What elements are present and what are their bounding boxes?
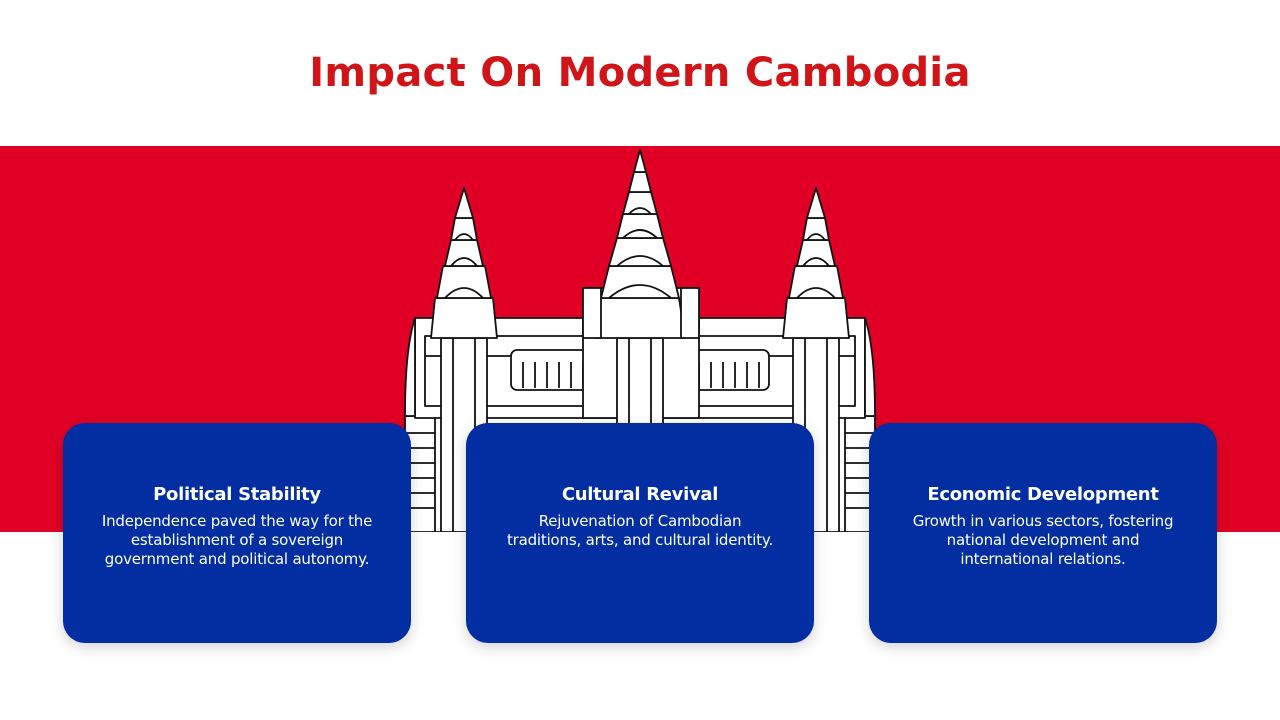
cultural-revival-card: Cultural Revival Rejuvenation of Cambodi… [466,423,814,643]
political-stability-card: Political Stability Independence paved t… [63,423,411,643]
card-title: Political Stability [153,484,321,505]
card-text: Independence paved the way for the estab… [101,512,373,568]
slide-title: Impact On Modern Cambodia [309,50,971,96]
card-title: Economic Development [927,484,1159,505]
card-text: Growth in various sectors, fostering nat… [912,512,1174,568]
card-text: Rejuvenation of Cambodian traditions, ar… [506,512,774,549]
card-title: Cultural Revival [561,484,719,505]
economic-development-card: Economic Development Growth in various s… [869,423,1217,643]
